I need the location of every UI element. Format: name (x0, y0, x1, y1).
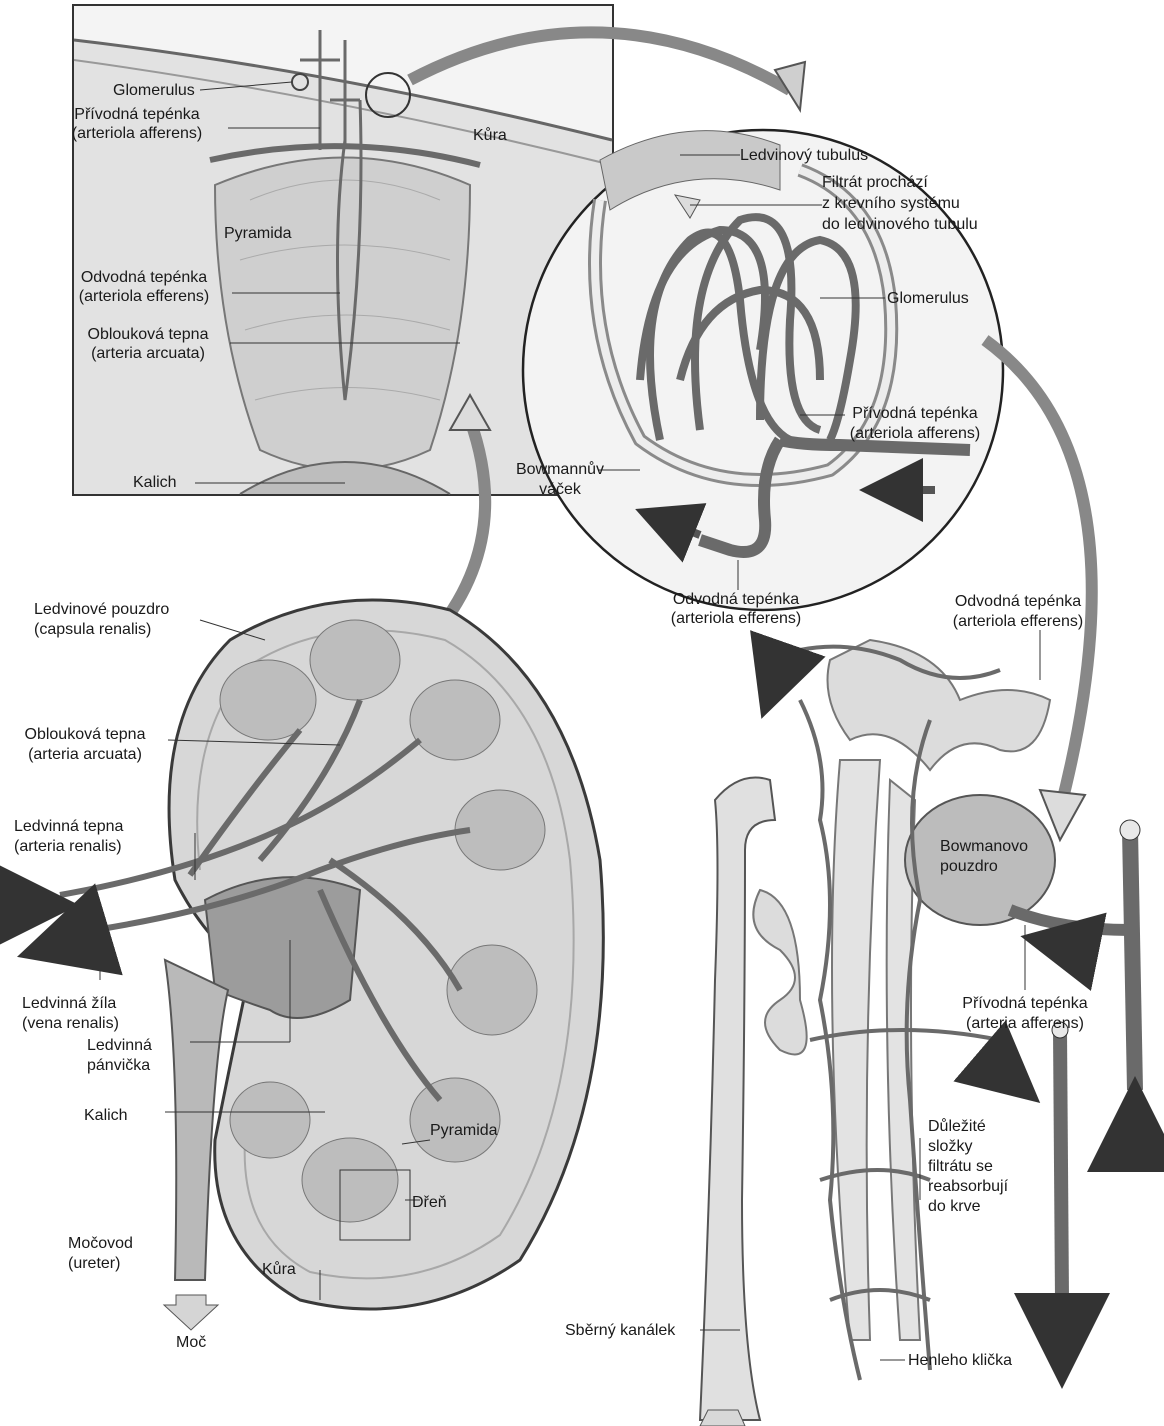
label-collecting-duct: Sběrný kanálek (565, 1321, 675, 1340)
label-filtrate-3: do ledvinového tubulu (822, 215, 978, 234)
label-filtrate-2: z krevního systému (822, 194, 960, 213)
label-kidney-arcuate-1: Oblouková tepna (5, 725, 165, 744)
label-nephron-efferent-1: Odvodná tepénka (938, 592, 1098, 611)
label-circle-glomerulus: Glomerulus (887, 289, 969, 308)
label-kidney-calyx: Kalich (84, 1106, 128, 1125)
label-bowman-sac-2: váček (514, 480, 606, 499)
label-renal-vein-2: (vena renalis) (22, 1014, 119, 1033)
label-inset-efferent-2: (arteriola efferens) (54, 287, 234, 306)
collecting-outflow-arrow (700, 1410, 745, 1426)
label-inset-afferent-2: (arteriola afferens) (46, 124, 228, 143)
label-urine: Moč (176, 1333, 206, 1352)
urine-arrow (164, 1295, 218, 1330)
label-reabsorption-3: filtrátu se (928, 1157, 993, 1176)
collecting-duct (700, 778, 775, 1421)
label-kidney-pyramid: Pyramida (430, 1121, 498, 1140)
inset-pyramid (215, 158, 470, 471)
kidney-pyramid (220, 660, 316, 740)
label-kidney-cortex: Kůra (262, 1260, 296, 1279)
label-nephron-afferent-1: Přívodná tepénka (945, 994, 1105, 1013)
label-inset-calyx: Kalich (133, 473, 177, 492)
label-inset-afferent-1: Přívodná tepénka (46, 105, 228, 124)
label-filtrate-1: Filtrát prochází (822, 173, 928, 192)
distal-tubule (753, 890, 806, 1054)
label-inset-arcuate-1: Oblouková tepna (64, 325, 232, 344)
label-renal-pelvis-1: Ledvinná (87, 1036, 152, 1055)
label-bowman-capsule-2: pouzdro (940, 857, 998, 876)
label-reabsorption-2: složky (928, 1137, 972, 1156)
label-circle-tubule: Ledvinový tubulus (740, 146, 868, 165)
label-inset-efferent-1: Odvodná tepénka (54, 268, 234, 287)
label-bowman-capsule-1: Bowmanovo (940, 837, 1028, 856)
label-reabsorption-4: reabsorbují (928, 1177, 1008, 1196)
label-kidney-medulla: Dřeň (412, 1193, 447, 1212)
vertical-vessel-right (1130, 830, 1135, 1090)
label-renal-artery-2: (arteria renalis) (14, 837, 122, 856)
label-inset-pyramid: Pyramida (224, 224, 292, 243)
label-circle-afferent-1: Přívodná tepénka (835, 404, 995, 423)
label-circle-afferent-2: (arteriola afferens) (835, 424, 995, 443)
label-reabsorption-5: do krve (928, 1197, 980, 1216)
label-kidney-arcuate-2: (arteria arcuata) (5, 745, 165, 764)
afferent-vessel-right (1010, 910, 1130, 930)
label-inset-glomerulus: Glomerulus (113, 81, 195, 100)
label-ureter-1: Močovod (68, 1234, 133, 1253)
label-renal-artery-1: Ledvinná tepna (14, 817, 123, 836)
label-kidney-capsule-1: Ledvinové pouzdro (34, 600, 169, 619)
label-inset-cortex: Kůra (473, 126, 507, 145)
proximal-tubule (828, 640, 1051, 770)
label-nephron-efferent-2: (arteriola efferens) (938, 612, 1098, 631)
label-circle-efferent-2: (arteriola efferens) (656, 609, 816, 628)
label-ureter-2: (ureter) (68, 1254, 120, 1273)
label-bowman-sac-1: Bowmannův (514, 460, 606, 479)
loop-of-henle (832, 760, 880, 1340)
label-renal-vein-1: Ledvinná žíla (22, 994, 116, 1013)
vertical-vessel-mid (1060, 1030, 1062, 1300)
label-reabsorption-1: Důležité (928, 1117, 986, 1136)
label-inset-arcuate-2: (arteria arcuata) (64, 344, 232, 363)
label-renal-pelvis-2: pánvička (87, 1056, 150, 1075)
label-circle-efferent-1: Odvodná tepénka (656, 590, 816, 609)
label-kidney-capsule-2: (capsula renalis) (34, 620, 151, 639)
kidney-cross-section (60, 600, 603, 1309)
vein-out-arrow (40, 938, 80, 950)
label-nephron-afferent-2: (arteria afferens) (945, 1014, 1105, 1033)
label-loop-of-henle: Henleho klička (908, 1351, 1012, 1370)
